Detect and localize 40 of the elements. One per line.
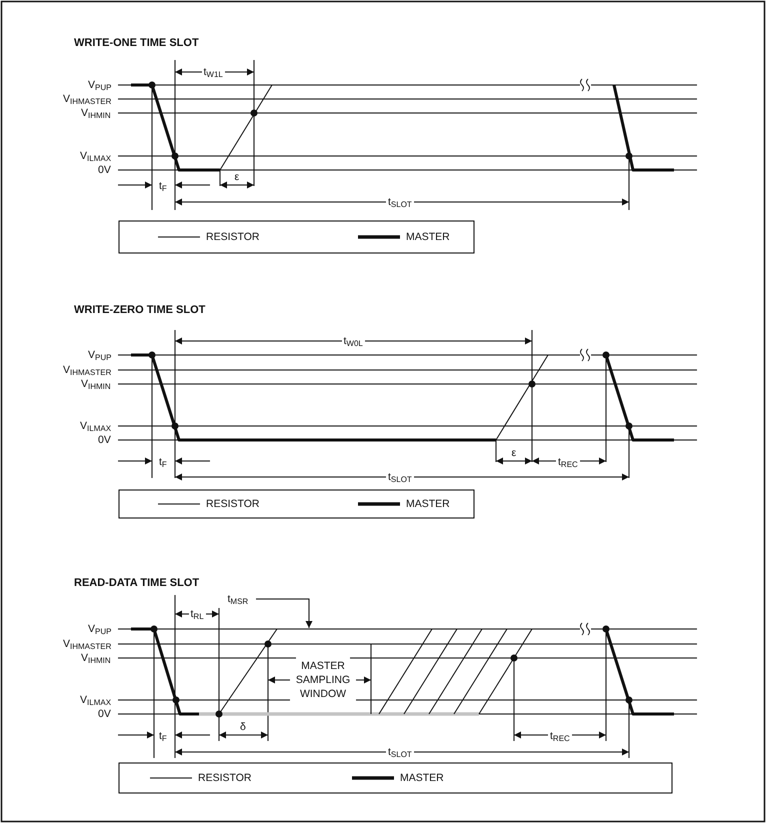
voltage-level-label: V$_{ILMAX}$ (78, 420, 114, 432)
timing-label: t$_{REC}$ (556, 456, 580, 468)
voltage-level-label: V$_{ILMAX}$ (78, 150, 114, 162)
timing-label: t$_{SLOT}$ (386, 470, 414, 484)
voltage-level-label: V$_{PUP}$ (86, 78, 114, 92)
legend-label: MASTER (404, 498, 452, 510)
timing-label: t$_{RL}$ (188, 608, 206, 620)
timing-label: δ (238, 721, 248, 733)
voltage-level-label: 0V (96, 708, 113, 720)
timing-label: t$_{SLOT}$ (386, 746, 414, 758)
panel-heading: WRITE-ZERO TIME SLOT (73, 304, 206, 316)
voltage-level-label: V$_{ILMAX}$ (78, 694, 114, 706)
timing-label: t$_{F}$ (157, 730, 169, 742)
voltage-level-label: V$_{PUP}$ (86, 348, 114, 362)
voltage-level-label: 0V (96, 164, 113, 176)
voltage-level-label: V$_{PUP}$ (86, 622, 114, 636)
timing-label: t$_{REC}$ (548, 730, 572, 742)
timing-label: t$_{F}$ (157, 456, 169, 468)
voltage-level-label: V$_{IHMIN}$ (79, 652, 113, 664)
timing-label: t$_{MSR}$ (226, 592, 250, 606)
legend-label: RESISTOR (204, 231, 262, 243)
voltage-level-label: V$_{IHMIN}$ (79, 106, 113, 120)
legend-label: RESISTOR (204, 498, 262, 510)
voltage-level-label: V$_{IHMASTER}$ (61, 638, 114, 650)
voltage-level-label: V$_{IHMASTER}$ (61, 364, 114, 376)
legend-label: MASTER (404, 231, 452, 243)
voltage-level-label: V$_{IHMASTER}$ (61, 92, 114, 106)
timing-label: t$_{F}$ (157, 180, 169, 192)
timing-label: ε (232, 171, 242, 183)
window-label: MASTER SAMPLING WINDOW (290, 659, 356, 701)
legend-label: RESISTOR (196, 772, 254, 784)
timing-label: ε (510, 447, 518, 459)
timing-label: t$_{W0L}$ (342, 334, 365, 348)
voltage-level-label: V$_{IHMIN}$ (79, 378, 113, 390)
panel-heading: READ-DATA TIME SLOT (73, 577, 200, 589)
timing-label: t$_{W1L}$ (202, 66, 225, 78)
timing-label: t$_{SLOT}$ (386, 196, 414, 208)
voltage-level-label: 0V (96, 434, 113, 446)
legend-label: MASTER (398, 772, 446, 784)
panel-heading: WRITE-ONE TIME SLOT (73, 37, 200, 49)
